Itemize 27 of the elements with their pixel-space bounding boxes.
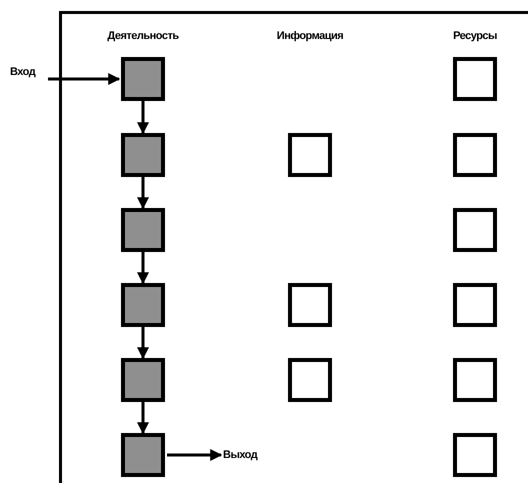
column-header: Информация (276, 29, 344, 43)
empty-box (453, 133, 497, 177)
activity-box (121, 208, 165, 252)
arrow (48, 73, 120, 85)
arrow (167, 449, 222, 461)
flow-label: Выход (223, 448, 263, 462)
empty-box (453, 283, 497, 327)
activity-box (121, 283, 165, 327)
arrow (137, 252, 149, 284)
arrow (137, 402, 149, 434)
activity-box (121, 133, 165, 177)
empty-box (453, 433, 497, 477)
column-header: Деятельность (107, 29, 179, 43)
empty-box (453, 57, 497, 101)
empty-box (288, 283, 332, 327)
activity-box (121, 358, 165, 402)
arrow (137, 327, 149, 360)
activity-box (121, 433, 165, 477)
flow-label: Вход (10, 65, 46, 79)
activity-box (121, 57, 165, 101)
arrow (137, 177, 149, 210)
empty-box (288, 133, 332, 177)
empty-box (453, 358, 497, 402)
arrow (137, 101, 149, 134)
empty-box (288, 358, 332, 402)
empty-box (453, 208, 497, 252)
column-header: Ресурсы (453, 29, 497, 43)
